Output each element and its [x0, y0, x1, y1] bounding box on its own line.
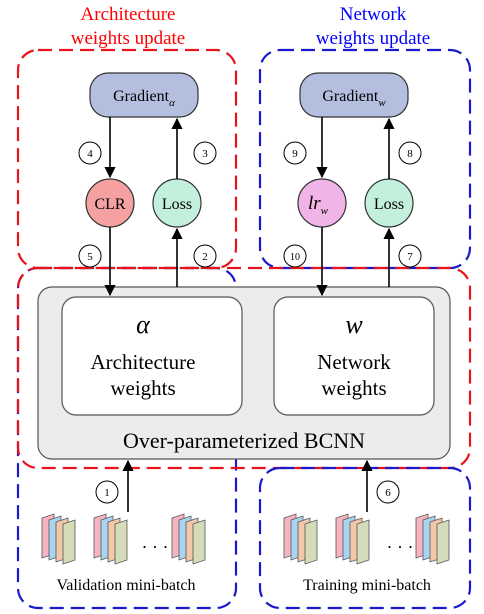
loss-right-label: Loss: [374, 196, 404, 213]
svg-text:2: 2: [202, 251, 208, 263]
batch-card: [304, 519, 318, 565]
batch-cards: [41, 513, 450, 565]
svg-text:6: 6: [385, 487, 391, 499]
lr-w-node: [297, 178, 347, 228]
net-update-title-line1: Network: [340, 4, 407, 25]
batch-card: [114, 519, 128, 565]
step-marker-3: 3: [193, 141, 217, 165]
step-marker-5: 5: [78, 244, 102, 268]
step-marker-10: 10: [283, 244, 307, 268]
batch-card-stack: [41, 513, 76, 565]
batch-card-stack: [93, 513, 128, 565]
clr-label: CLR: [94, 196, 125, 213]
batch-card: [436, 519, 450, 565]
svg-text:5: 5: [87, 251, 93, 263]
alpha-label-line2: weights: [110, 376, 175, 400]
lr-w-label: lrw: [308, 193, 329, 217]
validation-ellipsis: · · ·: [142, 537, 169, 557]
gradient-w-label: Gradientw: [322, 88, 386, 109]
w-symbol: w: [345, 310, 363, 339]
step-marker-6: 6: [376, 480, 400, 504]
alpha-weights-card: [61, 296, 243, 416]
step-marker-2: 2: [193, 244, 217, 268]
batch-card: [192, 519, 206, 565]
arch-update-title-line1: Architecture: [81, 4, 176, 25]
alpha-symbol: α: [136, 310, 151, 339]
training-batch-label: Training mini-batch: [303, 577, 431, 594]
net-update-title-line2: weights update: [316, 28, 431, 49]
validation-batch-label: Validation mini-batch: [56, 577, 195, 594]
svg-text:8: 8: [407, 148, 413, 160]
gradient-alpha-label: Gradientα: [113, 88, 175, 109]
batch-card: [62, 519, 76, 565]
training-ellipsis: · · ·: [387, 537, 414, 557]
step-marker-8: 8: [398, 141, 422, 165]
arch-update-title-line2: weights update: [71, 28, 186, 49]
batch-card-stack: [335, 513, 370, 565]
svg-text:9: 9: [292, 148, 298, 160]
w-label-line2: weights: [321, 376, 386, 400]
gradient-w-node: [299, 72, 409, 118]
step-marker-4: 4: [78, 141, 102, 165]
batch-card-stack: [415, 513, 450, 565]
svg-text:7: 7: [407, 251, 413, 263]
w-weights-card: [273, 296, 435, 416]
svg-text:3: 3: [202, 148, 208, 160]
step-marker-9: 9: [283, 141, 307, 165]
alpha-label-line1: Architecture: [91, 350, 196, 374]
gradient-alpha-node: [89, 72, 199, 118]
w-label-line1: Network: [317, 350, 391, 374]
batch-card-stack: [283, 513, 318, 565]
svg-text:1: 1: [104, 487, 110, 499]
step-marker-7: 7: [398, 244, 422, 268]
core-red-region: [16, 266, 472, 470]
svg-text:10: 10: [290, 252, 300, 263]
loss-left-label: Loss: [162, 196, 192, 213]
step-marker-1: 1: [95, 480, 119, 504]
batch-card: [356, 519, 370, 565]
svg-text:4: 4: [87, 148, 93, 160]
core-title: Over-parameterized BCNN: [123, 428, 365, 453]
batch-card-stack: [171, 513, 206, 565]
